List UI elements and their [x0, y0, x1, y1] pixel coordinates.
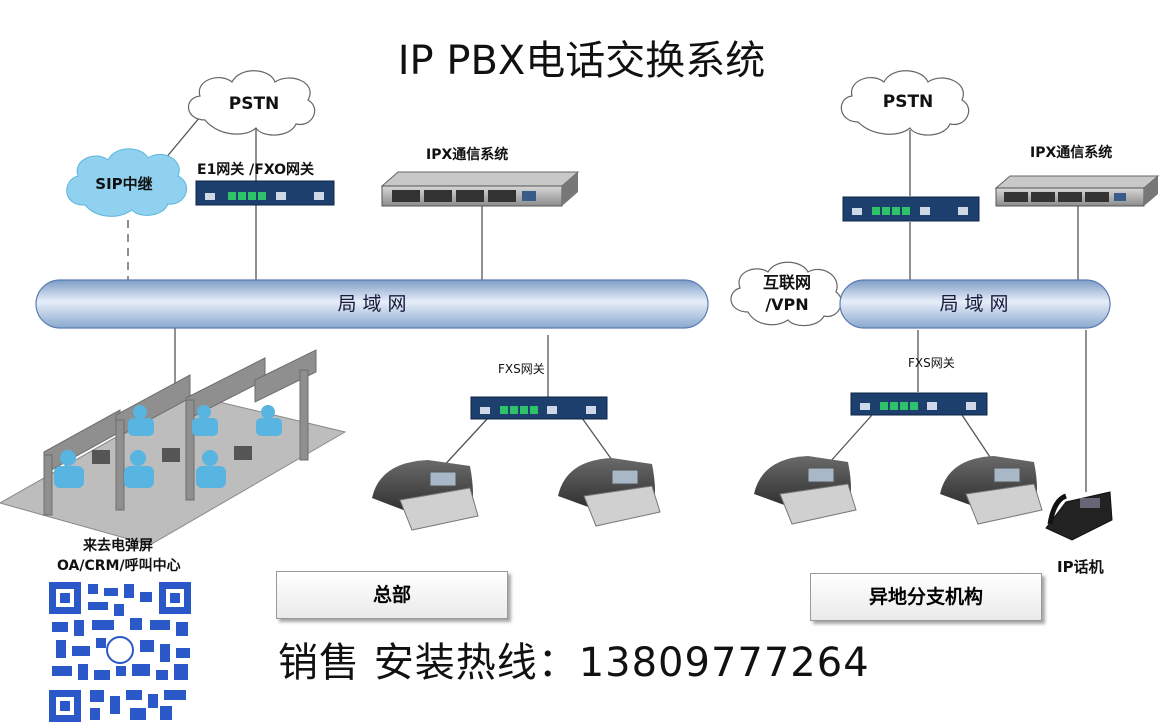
ip-phone — [1045, 491, 1113, 541]
sales-hotline: 销售 安装热线：13809777264 — [278, 640, 870, 686]
internet-label: 互联网 — [763, 273, 811, 292]
vpn-label: /VPN — [765, 295, 808, 314]
analog-phone-hq-2 — [558, 458, 661, 527]
ip-phone-label: IP话机 — [1057, 558, 1104, 576]
lan-label-hq: 局 域 网 — [337, 293, 406, 315]
ipx-label-branch: IPX通信系统 — [1030, 145, 1113, 161]
sip-trunk-label: SIP中继 — [95, 175, 152, 193]
fxs-gateway-hq — [470, 396, 608, 420]
analog-phone-branch-1 — [754, 456, 857, 525]
pstn-label-hq: PSTN — [229, 94, 280, 114]
fxs-label-branch: FXS网关 — [908, 356, 955, 370]
lan-label-branch: 局 域 网 — [939, 293, 1008, 315]
ipx-server-branch — [994, 175, 1160, 207]
branch-gateway-top — [842, 196, 980, 222]
ipx-server-hq — [380, 171, 580, 207]
internet-cloud — [730, 261, 842, 327]
branch-office-box: 异地分支机构 — [810, 573, 1042, 621]
call-center-office — [0, 349, 347, 546]
lan-pipe-hq — [35, 279, 709, 329]
sip-cloud — [66, 148, 188, 217]
e1-fxo-gateway — [195, 180, 335, 206]
page-title: IP PBX电话交换系统 — [397, 38, 766, 84]
pstn-cloud-hq — [188, 70, 316, 136]
headquarters-box: 总部 — [276, 571, 508, 619]
oa-crm-label: OA/CRM/呼叫中心 — [57, 558, 181, 574]
pstn-cloud-branch — [840, 70, 970, 136]
ipx-label-hq: IPX通信系统 — [426, 147, 509, 163]
lan-pipe-branch — [839, 279, 1111, 329]
gateway-label: E1网关 /FXO网关 — [197, 162, 315, 178]
analog-phone-branch-2 — [940, 456, 1043, 525]
screen-pop-label: 来去电弹屏 — [83, 538, 153, 554]
qr-code — [49, 582, 191, 722]
analog-phone-hq-1 — [372, 460, 479, 531]
fxs-gateway-branch — [850, 392, 988, 416]
pstn-label-branch: PSTN — [883, 92, 934, 112]
fxs-label-hq: FXS网关 — [498, 362, 545, 376]
